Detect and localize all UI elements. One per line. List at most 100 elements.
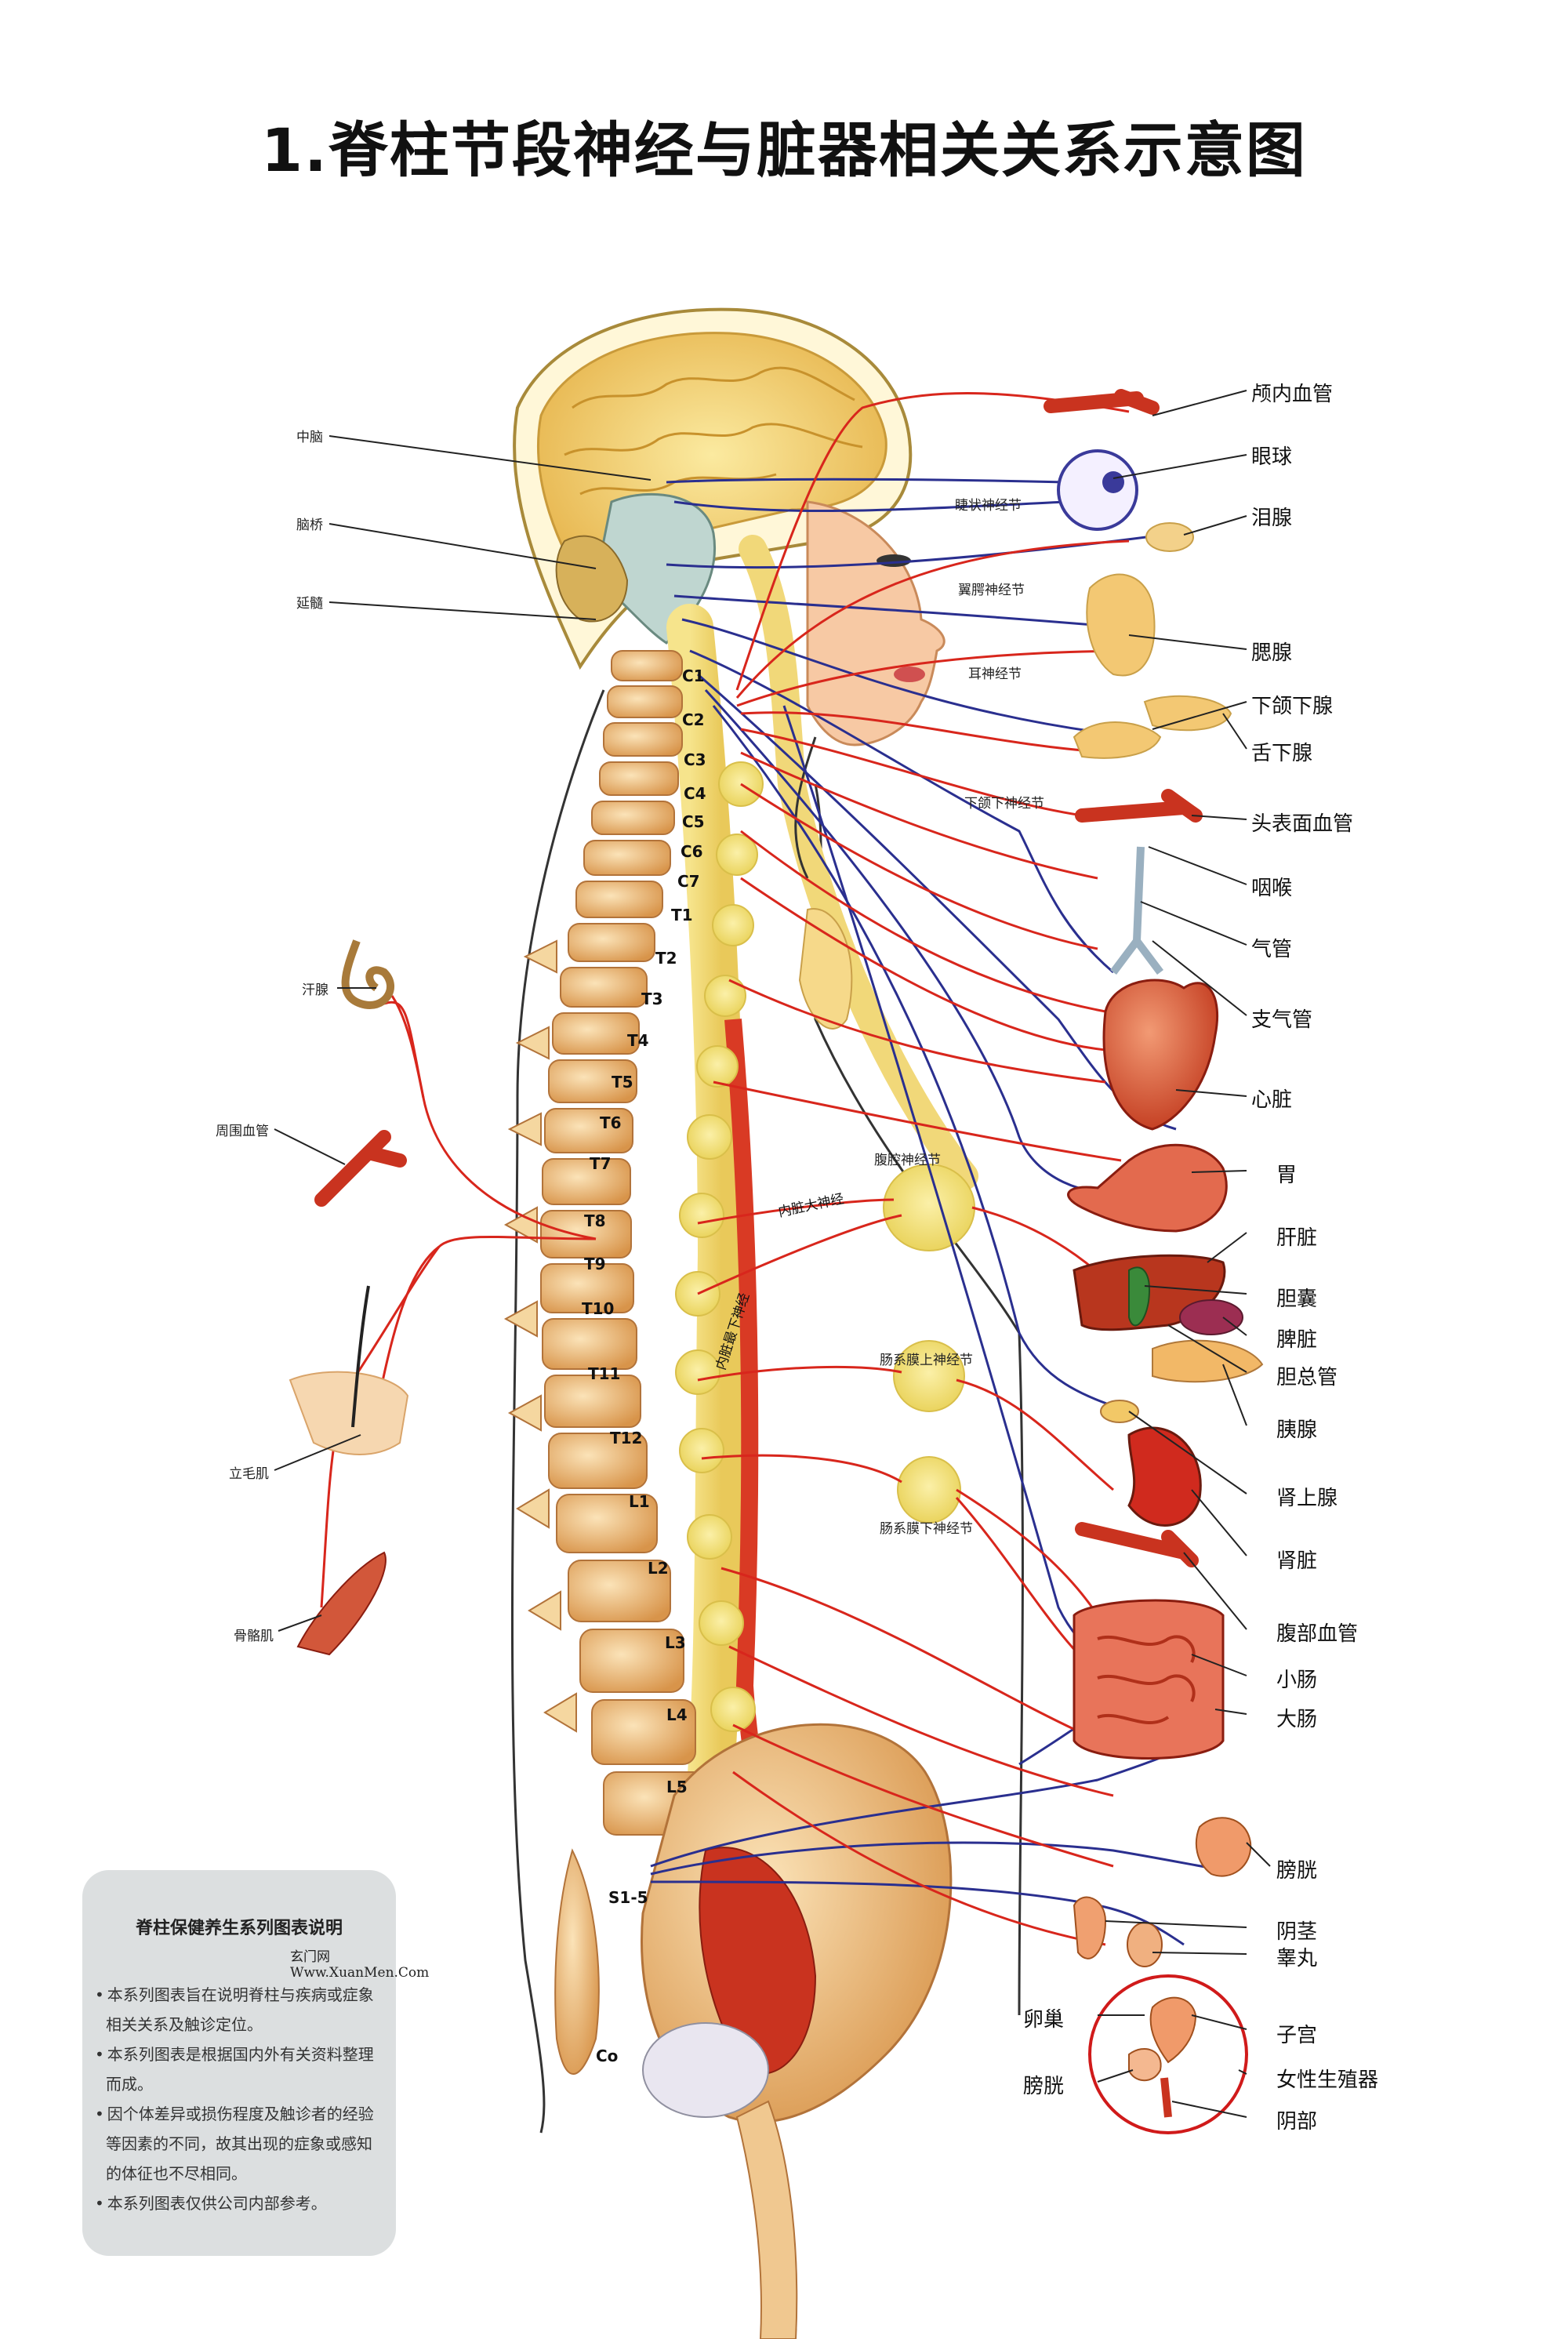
label-cranial-vessels: 颅内血管 (1251, 383, 1334, 406)
bladder-img (1195, 1817, 1252, 1877)
label-pharynx: 咽喉 (1251, 877, 1293, 900)
vertebra-label: T10 (582, 1299, 615, 1318)
label-arrector-pili: 立毛肌 (229, 1466, 269, 1482)
vertebra-label: T3 (641, 990, 663, 1008)
penis-img (1073, 1896, 1107, 1959)
facial-vessel-img (1075, 789, 1203, 823)
intestines-img (1073, 1599, 1225, 1760)
vertebra-label: C6 (681, 842, 703, 861)
label-inf-mesenteric-ganglion: 肠系膜下神经节 (880, 1521, 973, 1537)
label-sup-mesenteric-ganglion: 肠系膜上神经节 (880, 1353, 973, 1368)
label-skeletal-muscle: 骨骼肌 (234, 1629, 274, 1644)
cranial-nerves (666, 478, 1177, 1687)
notes-item: 本系列图表仅供公司内部参考。 (95, 2188, 385, 2218)
sublingual-img (1143, 695, 1232, 732)
notes-list: 本系列图表旨在说明脊柱与疾病或症象相关关系及触诊定位。 本系列图表是根据国内外有… (95, 1980, 385, 2218)
label-testis: 睾丸 (1276, 1947, 1318, 1970)
trachea-img (1110, 846, 1163, 975)
vertebra-label: T9 (584, 1255, 606, 1273)
label-otic-ganglion: 耳神经节 (968, 666, 1022, 682)
pelvic-muscle (699, 1847, 817, 2075)
label-female-repro: 女性生殖器 (1276, 2068, 1379, 2092)
lips (894, 666, 925, 682)
vertebra-label: C7 (677, 872, 700, 891)
vertebra-label: L5 (666, 1778, 688, 1796)
vertebra-label: T2 (655, 949, 677, 968)
femur (735, 2100, 798, 2339)
label-pancreas: 胰腺 (1276, 1418, 1318, 1442)
pancreas-img (1152, 1339, 1264, 1383)
parotid-img (1086, 573, 1156, 677)
label-liver: 肝脏 (1276, 1226, 1318, 1250)
vertebra-label: T1 (671, 906, 693, 924)
uterus-img (1149, 1996, 1197, 2064)
vertebra-label: C1 (682, 666, 705, 685)
arrector-pili-img (289, 1371, 409, 1455)
label-parotid: 腮腺 (1251, 641, 1293, 665)
hair-img (351, 1285, 370, 1428)
intestine-coils (1097, 1635, 1196, 1725)
vertebra-label: T7 (590, 1154, 612, 1173)
vertebra-label: L4 (666, 1705, 688, 1724)
label-gallbladder: 胆囊 (1276, 1288, 1318, 1311)
notes-item: 因个体差异或损伤程度及触诊者的经验等因素的不同，故其出现的症象或感知的体征也不尽… (95, 2099, 385, 2188)
label-medulla: 延髓 (296, 596, 323, 612)
skeletal-muscle-img (296, 1551, 387, 1656)
stomach-img (1067, 1143, 1228, 1233)
label-sublingual: 舌下腺 (1251, 742, 1313, 765)
label-trachea: 气管 (1251, 938, 1293, 961)
gallbladder-img (1128, 1266, 1150, 1327)
abdominal-vessel-img (1075, 1522, 1199, 1567)
label-lacrimal: 泪腺 (1251, 507, 1293, 530)
vertebra-label: T5 (612, 1073, 633, 1091)
body-outline (510, 689, 605, 2134)
adrenal-img (1100, 1400, 1139, 1423)
label-bile-duct: 胆总管 (1276, 1366, 1338, 1389)
female-bladder-img (1128, 2047, 1162, 2082)
label-celiac-ganglion: 腹腔神经节 (874, 1153, 941, 1168)
submandibular-img (1073, 721, 1162, 759)
peripheral-vessel-img (314, 1130, 407, 1207)
face (806, 500, 946, 746)
label-abdominal-vessels: 腹部血管 (1276, 1622, 1359, 1646)
vertebra-label: C3 (684, 750, 706, 769)
vertebra-label: Co (596, 2047, 619, 2065)
notes-panel: 脊柱保健养生系列图表说明 玄门网 Www.XuanMen.Com 本系列图表旨在… (82, 1870, 429, 2256)
lacrimal-img (1145, 522, 1194, 552)
testis-img (1127, 1922, 1163, 1967)
label-ciliary-ganglion: 睫状神经节 (955, 498, 1022, 514)
label-pterygopalatine-ganglion: 翼腭神经节 (958, 583, 1025, 598)
vertebra-label: T8 (584, 1211, 606, 1230)
label-submandibular: 下颌下腺 (1251, 695, 1334, 718)
kidney-img (1127, 1426, 1202, 1527)
cranial-vessel-img (1044, 389, 1160, 415)
label-pons: 脑桥 (296, 518, 323, 533)
vertebra-label: L3 (665, 1633, 686, 1652)
vertebra-label: T6 (600, 1113, 622, 1132)
leader-lines-left (274, 435, 652, 1632)
vertebra-label: C5 (682, 812, 705, 831)
label-bladder: 膀胱 (1276, 1859, 1318, 1883)
sympathetic-chain (675, 761, 764, 1817)
label-adrenal: 肾上腺 (1276, 1487, 1338, 1510)
leader-lines (1097, 390, 1271, 2118)
vertebra-label: C2 (682, 710, 705, 729)
notes-title: 脊柱保健养生系列图表说明 (135, 1919, 343, 1938)
spinous-processes (503, 939, 577, 1733)
vertebra-label: S1-5 (608, 1888, 648, 1907)
vertebra-label: T4 (627, 1031, 649, 1050)
celiac-ganglion (883, 1164, 975, 1251)
label-eyeball: 眼球 (1251, 445, 1293, 469)
label-kidney: 肾脏 (1276, 1549, 1318, 1573)
label-vagina: 阴部 (1276, 2110, 1318, 2134)
vertebra-label: T12 (610, 1429, 643, 1447)
inf-mesenteric-ganglion (897, 1456, 961, 1524)
spleen-img (1179, 1299, 1243, 1335)
label-large-intestine: 大肠 (1276, 1708, 1318, 1731)
esophagus (739, 535, 978, 1190)
vertebra-label: C4 (684, 784, 706, 803)
label-submandibular-ganglion: 下颌下神经节 (964, 796, 1044, 812)
spinal-cord (666, 604, 746, 1866)
